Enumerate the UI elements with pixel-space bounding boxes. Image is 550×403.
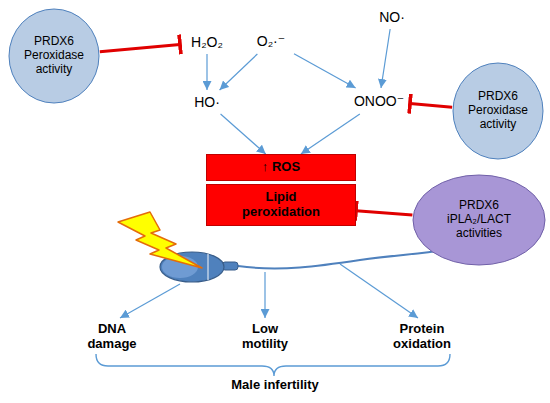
species-label: NO· [370,5,414,29]
species-text: ONOO⁻ [354,93,404,109]
enzyme-ellipse: PRDX6 Peroxidase activity [452,62,544,160]
species-text: O₂·⁻ [257,33,285,49]
species-text: H₂O₂ [191,34,223,50]
conclusion-label: Male infertility [190,378,360,393]
ellipse-shape [9,9,99,103]
species-label: ONOO⁻ [348,88,410,114]
species-text: NO· [379,9,405,25]
reaction-arrow [381,29,390,88]
reaction-arrow [206,54,207,90]
outcome-label: Low motility [233,322,297,352]
sperm-tail [238,250,444,268]
reaction-arrow [301,114,360,154]
sperm-head-line [207,254,208,280]
process-box: Lipid peroxidation [206,184,356,226]
node-text: PRDX6 Peroxidase activity [462,90,534,131]
outcome-arrow [340,264,418,318]
ellipse-shape [453,63,543,159]
reaction-arrow [221,114,266,154]
inhibition-line [356,211,412,215]
outcome-arrows [96,264,450,376]
ellipse-shape [413,175,545,265]
node-text: Lipid peroxidation [233,190,329,220]
node-text: PRDX6 Peroxidase activity [18,35,90,76]
outcome-arrow [264,272,265,318]
enzyme-ellipse: PRDX6 iPLA₂/LACT activities [412,174,546,266]
species-label: HO· [184,90,230,114]
reaction-arrow [220,54,258,90]
enzyme-ellipse: PRDX6 Peroxidase activity [8,8,100,104]
curly-bracket [96,354,450,376]
outcome-arrow [120,284,180,318]
lightning-bolt [118,212,202,268]
species-label: H₂O₂ [180,30,234,54]
node-text: ↑ ROS [262,160,300,175]
inhibition-line [100,44,180,51]
outcome-label: Protein oxidation [385,322,459,352]
process-box: ↑ ROS [206,154,356,181]
species-label: O₂·⁻ [248,28,294,54]
outcome-label: DNA damage [80,322,144,352]
node-text: PRDX6 iPLA₂/LACT activities [438,199,520,240]
inhibition-line [410,104,452,108]
reaction-arrow [294,54,356,88]
species-text: HO· [194,94,220,110]
